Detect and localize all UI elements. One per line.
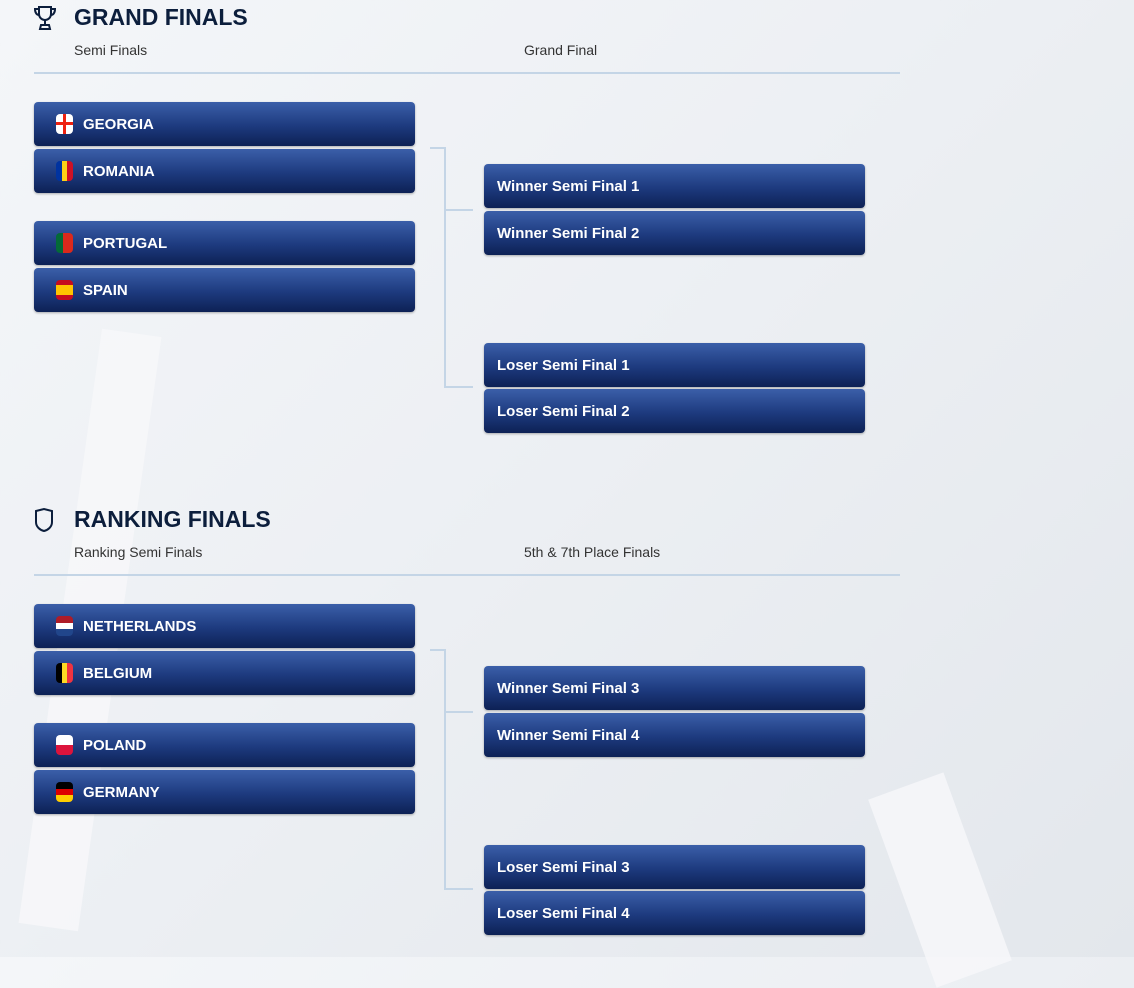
team-slot-belgium[interactable]: BELGIUM — [34, 651, 415, 695]
romania-flag-icon — [56, 161, 73, 181]
germany-flag-icon — [56, 782, 73, 802]
section-title: RANKING FINALS — [74, 506, 271, 532]
team-name: GEORGIA — [83, 115, 154, 133]
team-name: POLAND — [83, 736, 147, 754]
team-slot-poland[interactable]: POLAND — [34, 723, 415, 767]
final-slot-label: Winner Semi Final 3 — [497, 679, 640, 697]
team-name: SPAIN — [83, 281, 128, 299]
team-name: BELGIUM — [83, 664, 153, 682]
bracket-connector — [430, 649, 445, 651]
final-slot[interactable]: Winner Semi Final 1 — [484, 164, 865, 208]
netherlands-flag-icon — [56, 616, 73, 636]
final-slot-label: Loser Semi Final 1 — [497, 356, 630, 374]
team-slot-netherlands[interactable]: NETHERLANDS — [34, 604, 415, 648]
team-slot-romania[interactable]: ROMANIA — [34, 149, 415, 193]
bracket-connector — [430, 147, 445, 149]
bracket-connector — [445, 888, 473, 890]
column-label-finals: Grand Final — [524, 42, 598, 58]
team-name: PORTUGAL — [83, 234, 168, 252]
team-slot-portugal[interactable]: PORTUGAL — [34, 221, 415, 265]
team-slot-germany[interactable]: GERMANY — [34, 770, 415, 814]
final-slot-label: Loser Semi Final 3 — [497, 858, 630, 876]
bracket-connector — [444, 147, 446, 388]
final-slot-label: Winner Semi Final 1 — [497, 177, 640, 195]
section-title: GRAND FINALS — [74, 4, 248, 30]
divider — [34, 574, 900, 576]
poland-flag-icon — [56, 735, 73, 755]
final-slot[interactable]: Winner Semi Final 2 — [484, 211, 865, 255]
georgia-flag-icon — [56, 114, 73, 134]
portugal-flag-icon — [56, 233, 73, 253]
team-name: ROMANIA — [83, 162, 155, 180]
bracket-connector — [444, 649, 446, 890]
belgium-flag-icon — [56, 663, 73, 683]
final-slot[interactable]: Loser Semi Final 3 — [484, 845, 865, 889]
bracket-connector — [445, 209, 473, 211]
section-1: RANKING FINALS Ranking Semi Finals 5th &… — [0, 502, 900, 942]
column-label-semis: Semi Finals — [74, 42, 148, 58]
final-slot-label: Winner Semi Final 2 — [497, 224, 640, 242]
trophy-icon — [33, 5, 57, 36]
final-slot-label: Winner Semi Final 4 — [497, 726, 640, 744]
divider — [34, 72, 900, 74]
final-slot-label: Loser Semi Final 4 — [497, 904, 630, 922]
column-label-semis: Ranking Semi Finals — [74, 544, 203, 560]
final-slot[interactable]: Loser Semi Final 1 — [484, 343, 865, 387]
bracket-connector — [445, 711, 473, 713]
team-name: NETHERLANDS — [83, 617, 197, 635]
spain-flag-icon — [56, 280, 73, 300]
team-slot-georgia[interactable]: GEORGIA — [34, 102, 415, 146]
final-slot-label: Loser Semi Final 2 — [497, 402, 630, 420]
final-slot[interactable]: Loser Semi Final 4 — [484, 891, 865, 935]
final-slot[interactable]: Loser Semi Final 2 — [484, 389, 865, 433]
bracket-connector — [445, 386, 473, 388]
team-name: GERMANY — [83, 783, 160, 801]
section-0: GRAND FINALS Semi Finals Grand Final GEO… — [0, 0, 900, 440]
final-slot[interactable]: Winner Semi Final 4 — [484, 713, 865, 757]
column-label-finals: 5th & 7th Place Finals — [524, 544, 661, 560]
final-slot[interactable]: Winner Semi Final 3 — [484, 666, 865, 710]
team-slot-spain[interactable]: SPAIN — [34, 268, 415, 312]
shield-icon — [33, 507, 55, 538]
